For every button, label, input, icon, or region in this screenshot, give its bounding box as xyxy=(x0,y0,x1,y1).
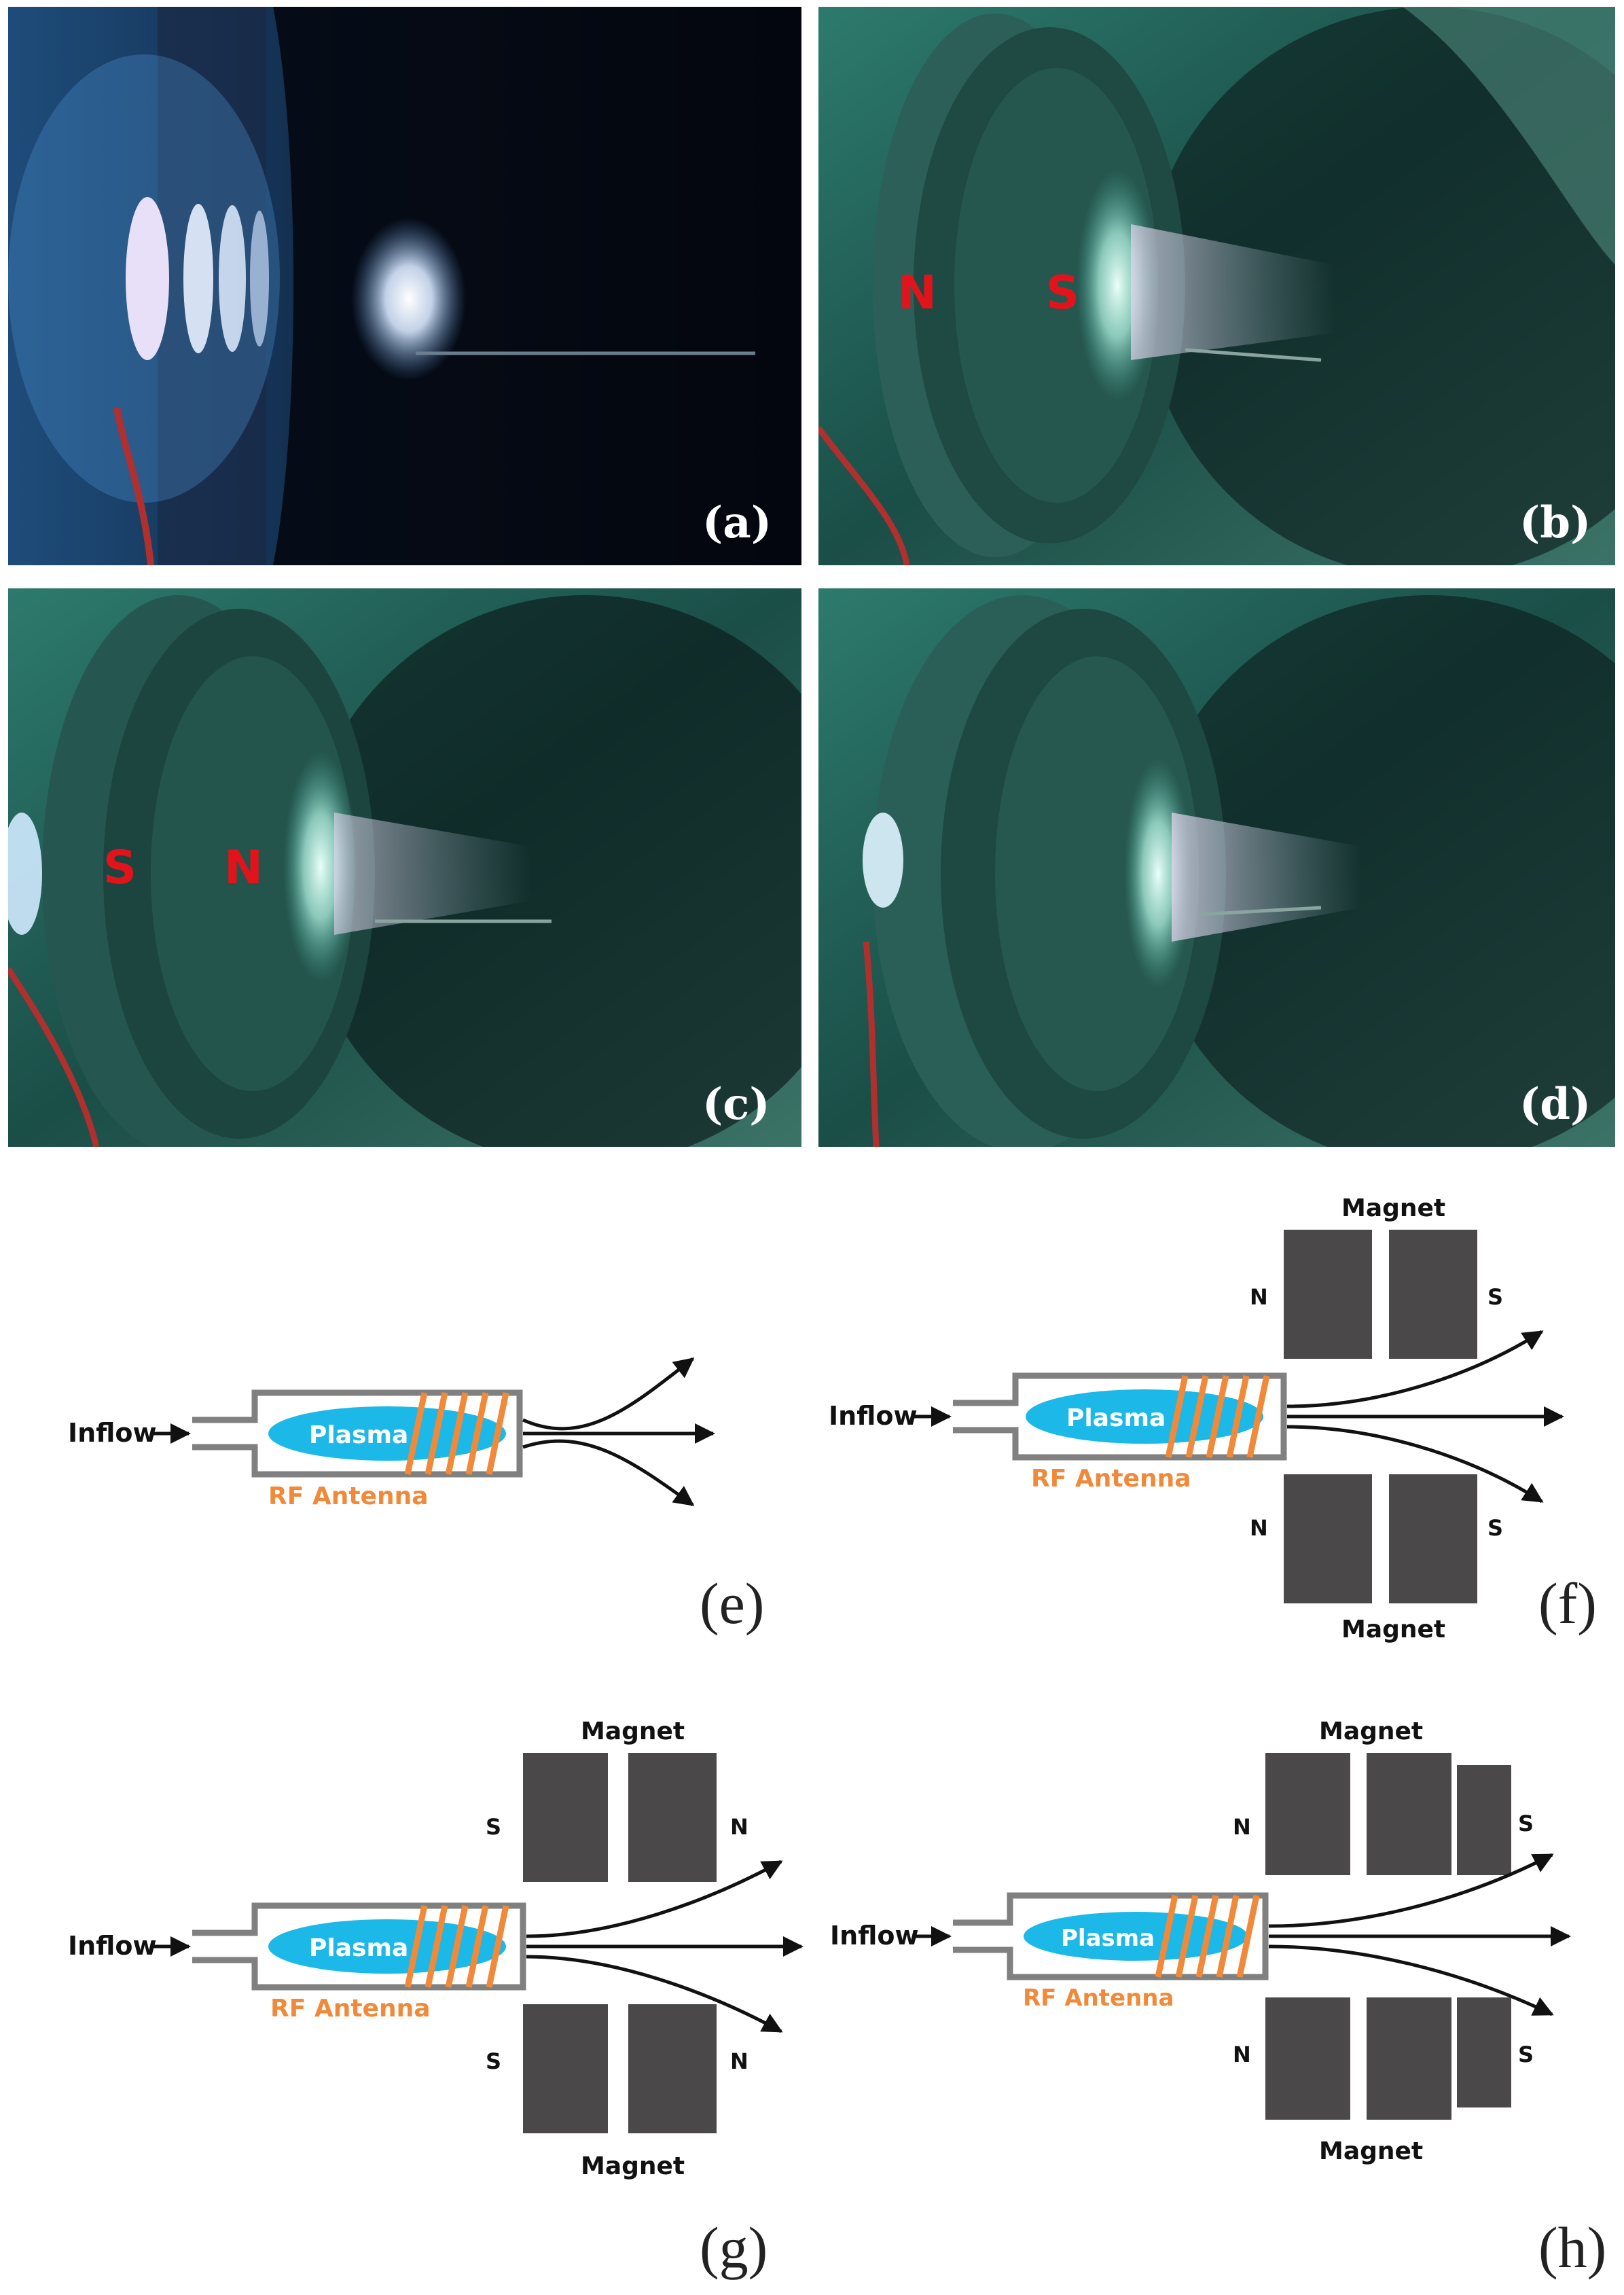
diagram-h: Magnet N S Inflow Plasma RF Antenna xyxy=(815,1698,1624,2295)
rf-antenna-label: RF Antenna xyxy=(1031,1465,1191,1493)
panel-label-c: (c) xyxy=(702,1079,770,1130)
magnet-label-bottom: Magnet xyxy=(581,2152,685,2180)
plasma-label: Plasma xyxy=(309,1934,408,1962)
photo-c: S N (c) xyxy=(8,588,801,1147)
pole-bottom-right: S xyxy=(1518,2042,1534,2067)
photo-c-pole-right: N xyxy=(224,841,263,895)
panel-label-b: (b) xyxy=(1519,497,1591,548)
rf-antenna-coil xyxy=(1165,1375,1270,1458)
chamber-tube xyxy=(953,1892,1269,1980)
exhaust-arrows xyxy=(526,1860,804,2033)
pole-top-left: N xyxy=(1233,1814,1251,1840)
chamber-tube xyxy=(192,1389,523,1478)
panel-label-a: (a) xyxy=(702,497,772,548)
magnet-bottom xyxy=(1284,1474,1477,1603)
plasma-label: Plasma xyxy=(309,1421,408,1449)
magnet-label-top: Magnet xyxy=(581,1718,685,1745)
rf-antenna-label: RF Antenna xyxy=(270,1995,431,2023)
photo-b-pole-left: N xyxy=(898,266,937,320)
pole-bottom-left: N xyxy=(1250,1515,1268,1541)
diagram-g: Magnet S N Inflow Plasma RF Antenna xyxy=(0,1698,808,2295)
photo-b: N S (b) xyxy=(818,7,1615,565)
magnet-top xyxy=(1265,1753,1511,1875)
photo-a: (a) xyxy=(8,7,801,565)
pole-bottom-left: S xyxy=(486,2048,501,2074)
rf-antenna-label: RF Antenna xyxy=(1023,1985,1174,2012)
inflow-label: Inflow xyxy=(830,1921,919,1951)
magnet-top xyxy=(1284,1230,1477,1359)
magnet-label-bottom: Magnet xyxy=(1341,1616,1445,1643)
plasma-ellipse xyxy=(268,1406,506,1461)
magnet-label-bottom: Magnet xyxy=(1319,2137,1423,2165)
caption-g: (g) xyxy=(700,2215,768,2280)
photo-b-pole-right: S xyxy=(1046,266,1079,320)
magnet-bottom xyxy=(523,2004,717,2133)
caption-f: (f) xyxy=(1538,1571,1597,1636)
rf-antenna-coil xyxy=(404,1392,509,1475)
panel-label-d: (d) xyxy=(1519,1079,1591,1130)
plasma-ellipse xyxy=(268,1919,506,1974)
rf-antenna-coil xyxy=(1155,1895,1260,1978)
plasma-label: Plasma xyxy=(1061,1925,1155,1952)
magnet-top xyxy=(523,1753,717,1882)
magnet-label-top: Magnet xyxy=(1319,1718,1423,1745)
pole-top-right: S xyxy=(1518,1811,1534,1836)
pole-bottom-right: N xyxy=(730,2048,748,2074)
caption-h: (h) xyxy=(1538,2215,1607,2280)
pole-bottom-right: S xyxy=(1487,1515,1503,1541)
photo-d: (d) xyxy=(818,588,1615,1147)
magnet-label-top: Magnet xyxy=(1341,1194,1445,1222)
inflow-label: Inflow xyxy=(68,1418,157,1448)
inflow-label: Inflow xyxy=(68,1931,157,1961)
exhaust-arrows xyxy=(522,1357,715,1507)
inflow-label: Inflow xyxy=(829,1401,918,1431)
rf-antenna-coil xyxy=(404,1905,509,1988)
exhaust-arrows xyxy=(1268,1853,1571,2016)
plasma-label: Plasma xyxy=(1066,1404,1166,1432)
pole-top-right: S xyxy=(1487,1284,1503,1310)
pole-top-left: N xyxy=(1250,1284,1268,1310)
pole-top-right: N xyxy=(730,1814,748,1840)
diagram-e: Inflow Plasma RF Antenna (e) xyxy=(0,1175,808,1651)
chamber-tube xyxy=(953,1372,1287,1461)
pole-bottom-left: N xyxy=(1233,2042,1251,2067)
magnet-bottom xyxy=(1265,1997,1511,2120)
photo-c-pole-left: S xyxy=(103,841,137,895)
exhaust-arrows xyxy=(1286,1330,1564,1504)
rf-antenna-label: RF Antenna xyxy=(268,1482,429,1510)
pole-top-left: S xyxy=(486,1814,501,1840)
chamber-tube xyxy=(192,1902,526,1991)
diagram-f: Magnet N S Inflow Plasma RF Antenna xyxy=(815,1175,1624,1651)
caption-e: (e) xyxy=(700,1571,765,1636)
plasma-ellipse xyxy=(1026,1389,1263,1444)
